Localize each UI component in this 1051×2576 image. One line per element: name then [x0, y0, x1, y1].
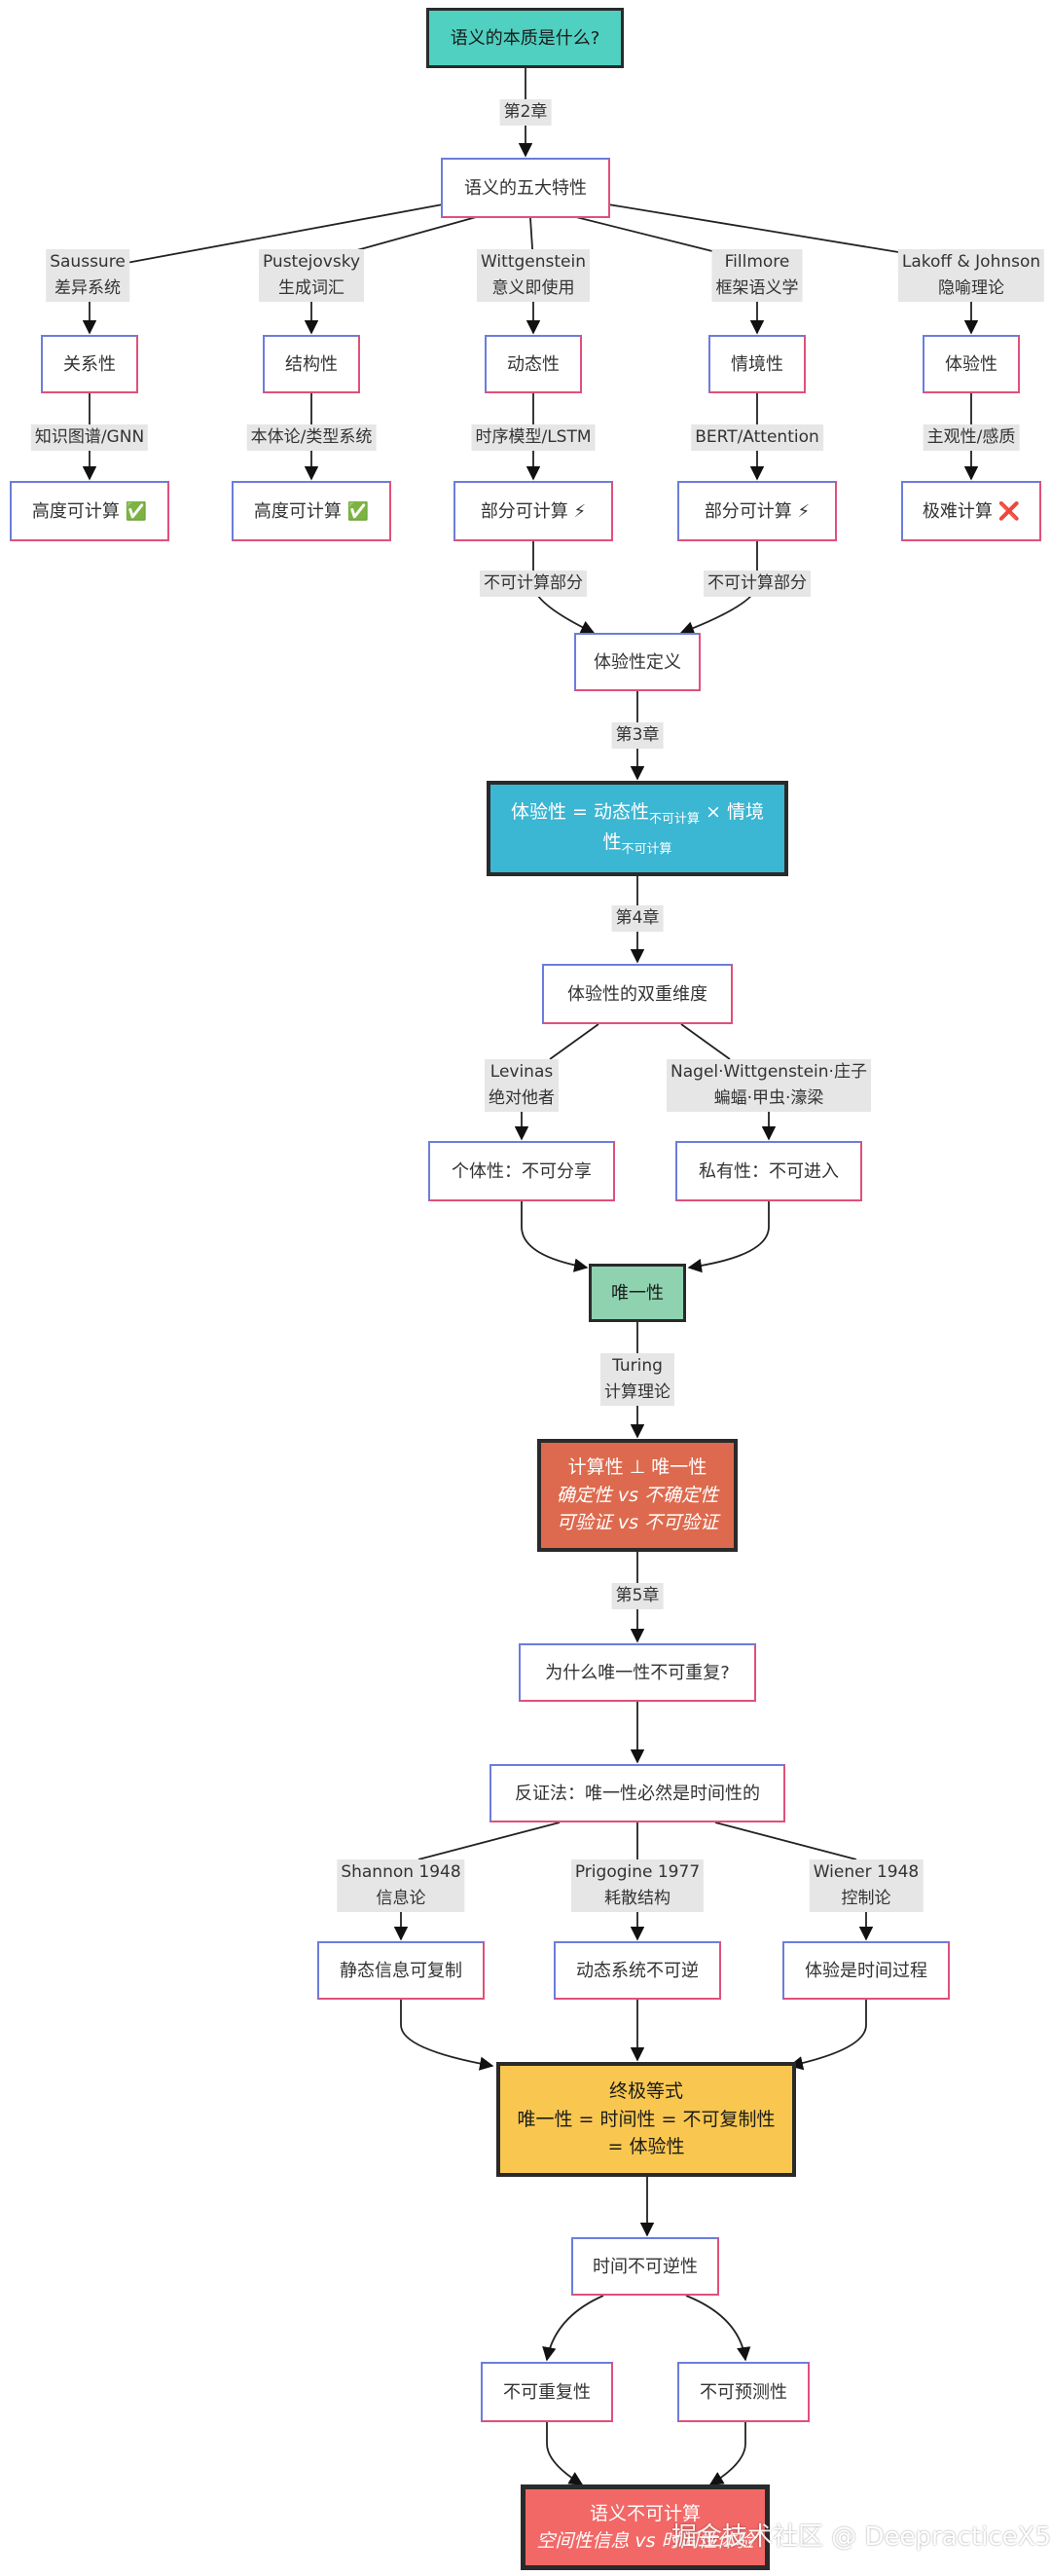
edge-label-timeseries: 时序模型/LSTM: [471, 424, 596, 451]
edge-label-chapter3: 第3章: [611, 722, 664, 749]
node-partial-calc-2: 部分可计算 ⚡: [677, 481, 837, 541]
node-five-traits: 语义的五大特性: [441, 158, 610, 218]
node-formula: 体验性 = 动态性不可计算 × 情境 性不可计算: [487, 781, 788, 876]
node-why-unique: 为什么唯一性不可重复?: [519, 1643, 756, 1702]
edge: [687, 1201, 770, 1273]
node-experience-time: 体验是时间过程: [782, 1941, 950, 2000]
node-proof: 反证法：唯一性必然是时间性的: [489, 1764, 785, 1822]
edge-label-noncomputable-2: 不可计算部分: [704, 570, 811, 597]
edge-label-ontology: 本体论/类型系统: [246, 424, 377, 451]
node-situational: 情境性: [708, 335, 806, 393]
node-dual-dimensions: 体验性的双重维度: [542, 964, 733, 1024]
edge: [417, 1822, 561, 1860]
node-high-calc-1: 高度可计算 ✅: [10, 481, 169, 541]
node-time-irreversibility: 时间不可逆性: [571, 2237, 719, 2296]
edge-label-kg-gnn: 知识图谱/GNN: [30, 424, 149, 451]
edge: [546, 2422, 584, 2485]
watermark: 掘金技术社区 @ DeepracticeX5: [671, 2522, 1051, 2552]
edge: [400, 2000, 494, 2071]
edge: [549, 1023, 599, 1060]
node-hard-calc: 极难计算 ❌: [901, 481, 1041, 541]
edge: [680, 1023, 731, 1060]
node-high-calc-2: 高度可计算 ✅: [232, 481, 391, 541]
node-unrepeatable: 不可重复性: [481, 2362, 613, 2422]
node-final-conclusion: 语义不可计算 空间性信息 vs 时间性体验: [521, 2484, 770, 2570]
node-uniqueness: 唯一性: [589, 1264, 686, 1322]
edge-label-subjectivity: 主观性/感质: [923, 424, 1020, 451]
node-static-info: 静态信息可复制: [317, 1941, 485, 2000]
edge-label-chapter4: 第4章: [611, 905, 664, 932]
edge: [521, 1201, 589, 1272]
edge: [788, 2000, 867, 2071]
edge-label-bert: BERT/Attention: [691, 424, 823, 451]
edge: [708, 2422, 746, 2485]
edge-label-chapter2: 第2章: [499, 99, 552, 126]
node-essence-question: 语义的本质是什么?: [426, 8, 624, 68]
node-unpredictable: 不可预测性: [677, 2362, 810, 2422]
node-dynamic-system: 动态系统不可逆: [554, 1941, 721, 2000]
edge: [542, 2295, 604, 2362]
node-embodied-definition: 体验性定义: [574, 633, 701, 691]
edge-label-chapter5: 第5章: [611, 1583, 664, 1609]
node-structural: 结构性: [263, 335, 360, 393]
node-computability: 计算性 ⊥ 唯一性 确定性 vs 不确定性 可验证 vs 不可验证: [537, 1439, 738, 1552]
edge: [685, 2295, 751, 2362]
node-privacy: 私有性：不可进入: [675, 1141, 862, 1201]
node-individuality: 个体性：不可分享: [428, 1141, 615, 1201]
node-relational: 关系性: [41, 335, 138, 393]
edge-label-noncomputable-1: 不可计算部分: [480, 570, 587, 597]
node-ultimate-equation: 终极等式 唯一性 = 时间性 = 不可复制性 = 体验性: [496, 2062, 796, 2177]
node-dynamic: 动态性: [485, 335, 582, 393]
node-embodied: 体验性: [923, 335, 1020, 393]
node-partial-calc-1: 部分可计算 ⚡: [453, 481, 613, 541]
edge: [714, 1822, 857, 1860]
edge-label-nagel: Nagel·Wittgenstein·庄子蝙蝠·甲虫·濠梁: [667, 1059, 871, 1112]
edge: [126, 203, 444, 264]
